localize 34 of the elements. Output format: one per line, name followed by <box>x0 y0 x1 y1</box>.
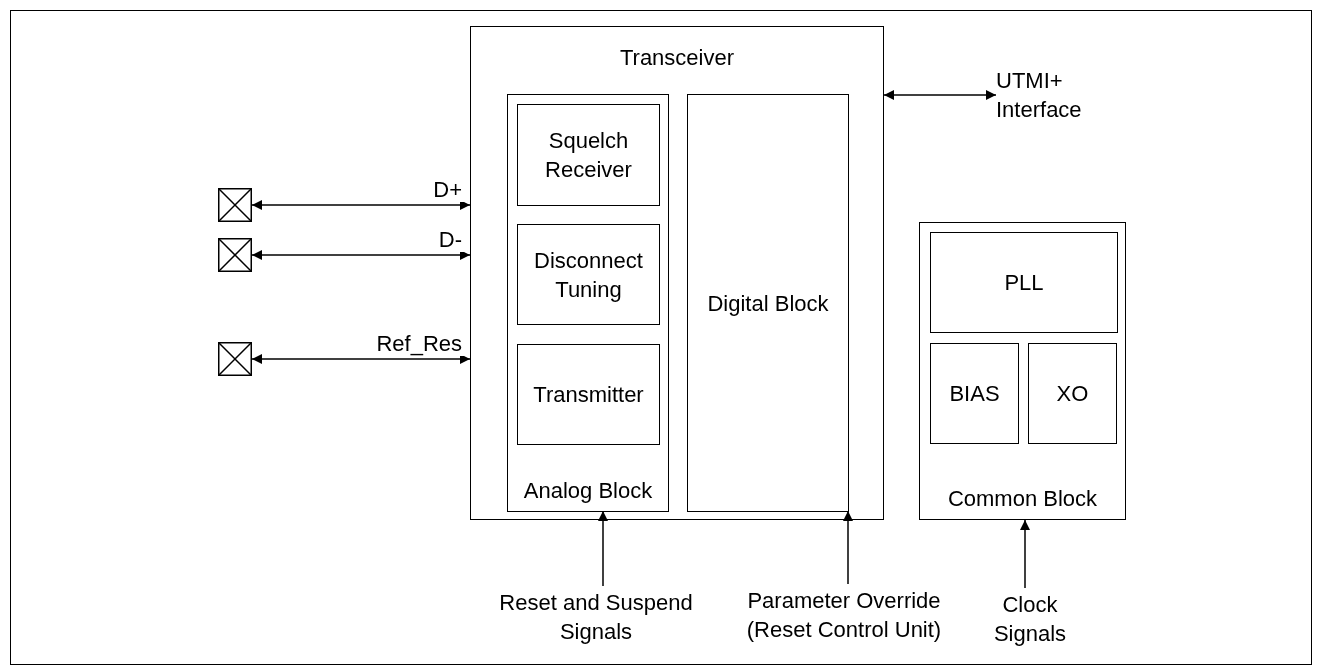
arrow <box>251 354 471 364</box>
arrow <box>843 510 853 585</box>
block-label: BIAS <box>949 380 1000 408</box>
block-box <box>470 26 884 520</box>
pad-box <box>218 342 252 376</box>
block-label: Analog Block <box>523 477 653 505</box>
pad-box <box>218 188 252 222</box>
module-box <box>517 104 660 206</box>
arrow <box>1020 519 1030 589</box>
block-label: Common Block <box>947 485 1098 513</box>
module-box <box>517 224 660 325</box>
block-label: Disconnect Tuning <box>533 246 644 304</box>
block-label: Transmitter <box>533 381 644 409</box>
pad-box <box>218 238 252 272</box>
block-label: PLL <box>1004 269 1044 297</box>
signal-label: Parameter Override (Reset Control Unit) <box>745 587 943 644</box>
module-box <box>930 232 1118 333</box>
arrow <box>883 90 997 100</box>
module-box <box>517 344 660 445</box>
block-label: Transceiver <box>619 44 735 72</box>
signal-label: Clock Signals <box>992 591 1068 648</box>
arrow <box>598 510 608 587</box>
block-label: XO <box>1056 380 1089 408</box>
block-label: Squelch Receiver <box>544 127 633 184</box>
signal-label: UTMI+ Interface <box>996 67 1083 124</box>
block-label: Digital Block <box>707 289 829 318</box>
module-box <box>930 343 1019 444</box>
block-box <box>507 94 669 512</box>
module-box <box>687 94 849 512</box>
arrow <box>251 200 471 210</box>
arrow <box>251 250 471 260</box>
signal-label: Reset and Suspend Signals <box>498 589 694 646</box>
block-box <box>919 222 1126 520</box>
module-box <box>1028 343 1117 444</box>
